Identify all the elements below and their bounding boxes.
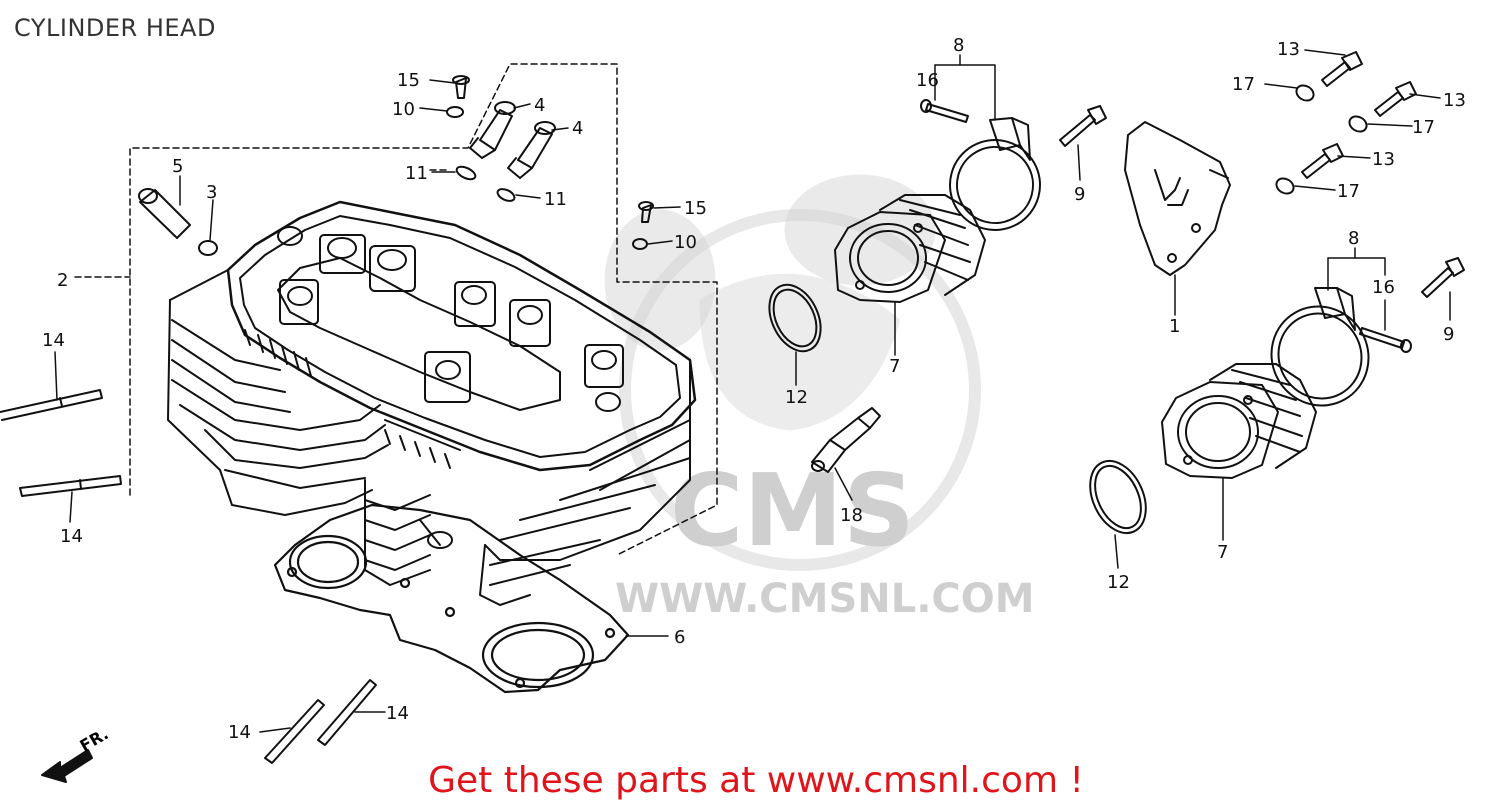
callout-12b: 12 [1107,572,1130,593]
callout-16b: 16 [1372,277,1395,298]
washer-10-mid [632,238,648,250]
bolt-4-b [507,121,556,179]
stud-bolt-14-lower-left [19,475,122,497]
washer-17-top [1295,84,1315,102]
callout-17b: 17 [1412,117,1435,138]
intake-manifold-7-upper [834,194,986,303]
callout-15b: 15 [684,198,707,219]
bolt-13-mid [1374,81,1417,117]
washer-17-mid [1348,115,1368,133]
watermark-url: WWW.CMSNL.COM [615,576,1035,622]
callout-11b: 11 [544,189,567,210]
intake-manifold-7-lower [1161,363,1317,479]
washer-10-top [446,106,464,118]
callout-8b: 8 [1348,228,1359,249]
callout-4a: 4 [534,95,545,116]
callout-1: 1 [1169,316,1180,337]
front-marker-label: FR. [77,724,112,755]
callout-13b: 13 [1443,90,1466,111]
callout-3: 3 [206,182,217,203]
cylinder-head-gasket [273,503,630,694]
callout-2: 2 [57,270,68,291]
cover-plate-1 [1124,121,1231,276]
washer-17-low [1275,177,1295,195]
callout-13c: 13 [1372,149,1395,170]
callouts: 1 2 3 4 4 5 6 7 7 8 8 9 9 10 10 11 11 12… [42,35,1466,755]
ring-11-a [455,165,477,181]
assembly-bracket [74,63,718,556]
rocker-shaft-5 [138,188,191,239]
callout-13a: 13 [1277,39,1300,60]
callout-8a: 8 [953,35,964,56]
screw-16-upper [920,99,969,123]
bolt-9-upper [1059,105,1107,147]
callout-14c: 14 [228,722,251,743]
ring-11-b [496,188,516,202]
front-direction-arrow [41,749,93,783]
callout-14a: 14 [42,330,65,351]
callout-14b: 14 [60,526,83,547]
screw-16-lower [1359,327,1412,353]
o-ring-3 [198,240,218,256]
callout-15a: 15 [397,70,420,91]
callout-11a: 11 [405,163,428,184]
leader-lines [54,49,1451,733]
hose-clamp-8-upper [949,117,1041,232]
cylinder-head [167,200,697,606]
callout-9b: 9 [1443,324,1454,345]
callout-18: 18 [840,505,863,526]
bolt-13-low [1301,143,1344,179]
watermark-brand: CMS [670,452,915,569]
bolt-9-lower [1421,257,1465,298]
callout-12a: 12 [785,387,808,408]
callout-16a: 16 [916,70,939,91]
callout-17a: 17 [1232,74,1255,95]
callout-17c: 17 [1337,181,1360,202]
o-ring-12-right [1089,459,1147,535]
stud-bolt-14-upper-left [0,389,103,421]
stud-bolt-14-bottom-a [264,699,325,764]
callout-10a: 10 [392,99,415,120]
spark-plug-18 [811,407,881,473]
bolt-13-top [1321,51,1363,87]
stud-bolt-14-bottom-b [317,679,377,746]
callout-4b: 4 [572,118,583,139]
diagram-title: CYLINDER HEAD [14,14,216,42]
bolt-15-mid [638,201,654,223]
callout-10b: 10 [674,232,697,253]
footer-cta[interactable]: Get these parts at www.cmsnl.com ! [0,760,1500,801]
callout-7b: 7 [1217,542,1228,563]
footer-cta-text[interactable]: Get these parts at www.cmsnl.com ! [428,760,1084,801]
callout-5: 5 [172,156,183,177]
callout-6: 6 [674,627,685,648]
watermark: CMS WWW.CMSNL.COM [604,174,1035,622]
callout-9a: 9 [1074,184,1085,205]
callout-14d: 14 [386,703,409,724]
bolt-15-top [452,75,470,99]
o-ring-12-left [768,283,822,353]
callout-7a: 7 [889,356,900,377]
